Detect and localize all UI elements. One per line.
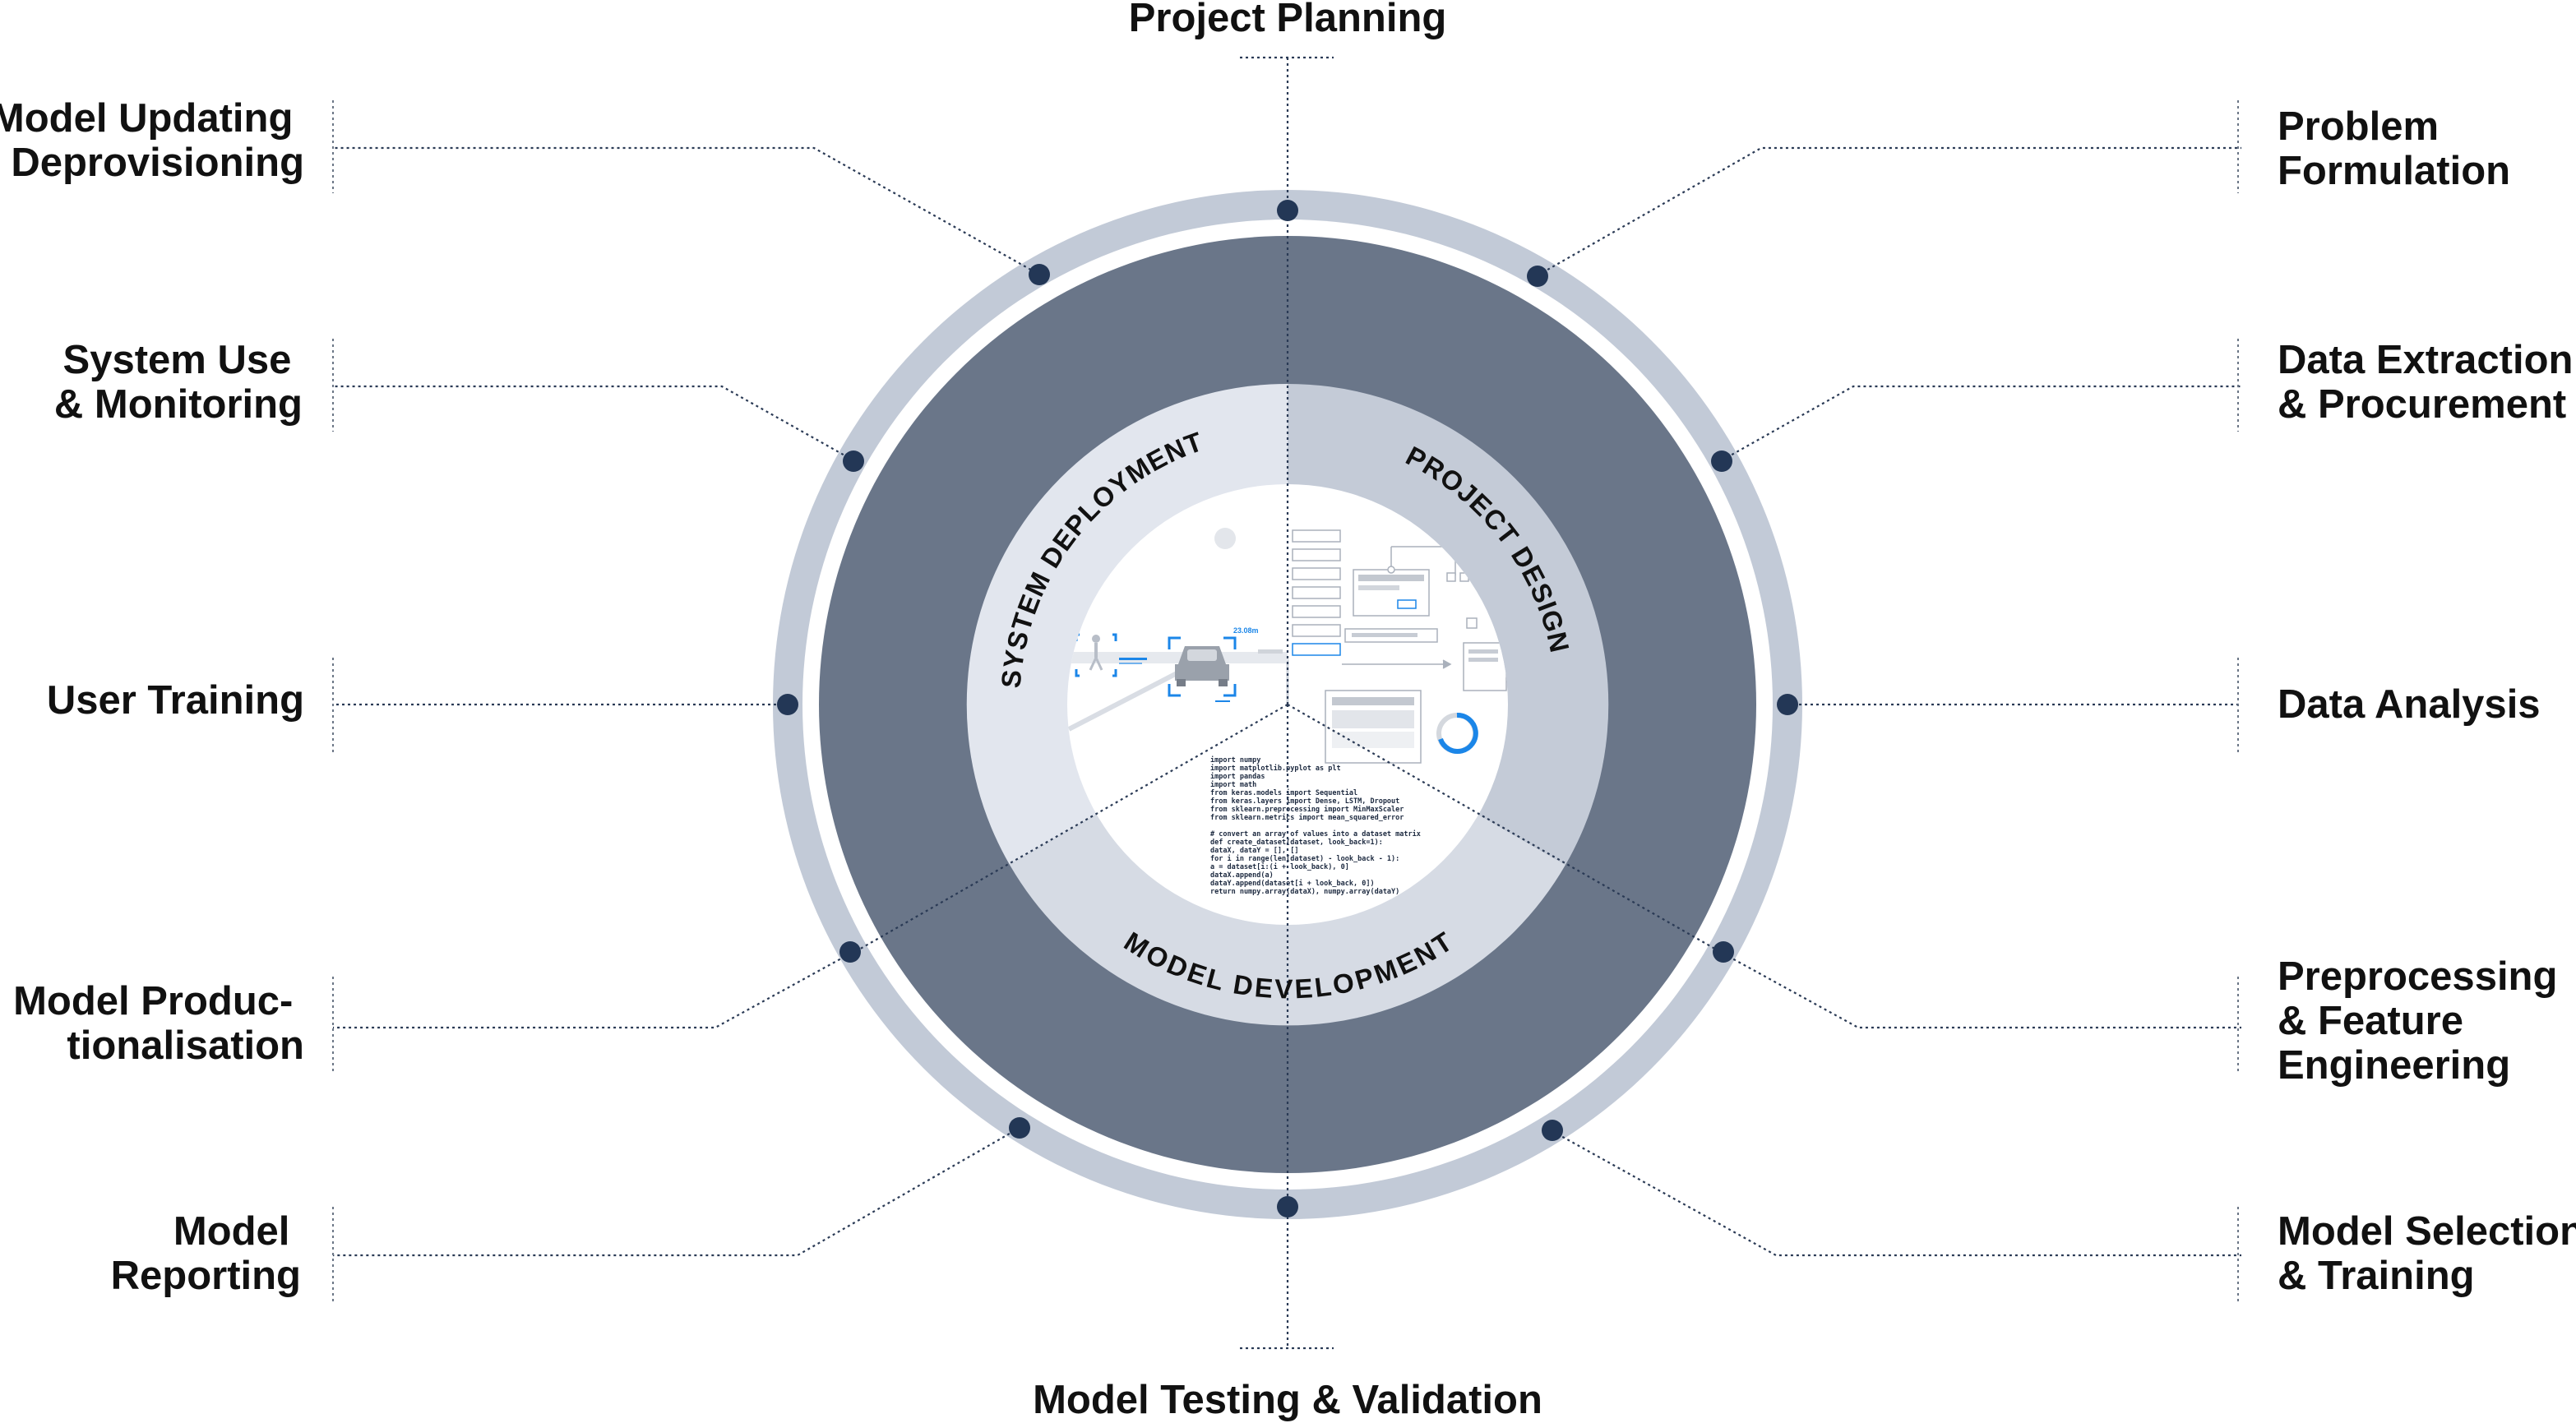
code-line: dataX, dataY = [], [] xyxy=(1210,847,1298,855)
core-illustration: 23.08m xyxy=(1067,528,1507,896)
code-line: from keras.layers import Dense, LSTM, Dr… xyxy=(1210,797,1399,806)
dot-problem-formulation xyxy=(1527,266,1548,287)
code-line: dataY.append(dataset[i + look_back, 0]) xyxy=(1210,879,1375,888)
label-model-testing: Model Testing & Validation xyxy=(1033,1378,1542,1422)
stage-dots xyxy=(777,200,1798,1217)
sun-icon xyxy=(1214,528,1236,549)
code-line: import numpy xyxy=(1210,755,1260,765)
dot-user-training xyxy=(777,694,798,715)
label-problem-formulation: Problem Formulation xyxy=(2278,104,2510,193)
dot-model-testing xyxy=(1277,1196,1298,1217)
label-project-planning: Project Planning xyxy=(1129,0,1447,40)
phase-dividers xyxy=(851,58,1724,1348)
code-line: import math xyxy=(1210,780,1256,789)
dot-data-extraction xyxy=(1711,450,1732,472)
code-line: return numpy.array(dataX), numpy.array(d… xyxy=(1210,888,1399,896)
dot-preprocessing xyxy=(1713,941,1734,963)
code-line: # convert an array of values into a data… xyxy=(1210,829,1421,839)
dot-data-analysis xyxy=(1777,694,1798,715)
code-line: import matplotlib.pyplot as plt xyxy=(1210,764,1341,773)
code-block: import numpy import matplotlib.pyplot as… xyxy=(1210,755,1421,896)
label-user-training: User Training xyxy=(47,678,304,723)
label-model-reporting: Model Reporting xyxy=(111,1209,301,1298)
label-data-extraction: Data Extraction & Procurement xyxy=(2278,338,2576,427)
label-model-selection: Model Selection & Training xyxy=(2278,1209,2576,1298)
design-wireframe xyxy=(1292,529,1507,764)
dot-model-updating xyxy=(1029,264,1050,285)
dot-project-planning xyxy=(1277,200,1298,221)
code-line: for i in range(len(dataset) - look_back … xyxy=(1210,854,1399,863)
code-line: dataX.append(a) xyxy=(1210,871,1274,880)
distance-tag: 23.08m xyxy=(1233,626,1259,635)
code-line: import pandas xyxy=(1210,772,1265,781)
leader-lines xyxy=(333,56,2241,1350)
code-line: from sklearn.preprocessing import MinMax… xyxy=(1210,805,1404,814)
label-preprocessing: Preprocessing & Feature Engineering xyxy=(2278,954,2569,1088)
code-line: def create_dataset(dataset, look_back=1)… xyxy=(1210,839,1383,847)
code-line: from keras.models import Sequential xyxy=(1210,788,1357,797)
label-brackets xyxy=(332,100,2239,1303)
label-system-use: System Use & Monitoring xyxy=(54,338,303,427)
code-line: a = dataset[i:(i + look_back), 0] xyxy=(1210,862,1349,871)
label-data-analysis: Data Analysis xyxy=(2278,682,2541,727)
dot-system-use xyxy=(843,450,864,472)
car-icon xyxy=(1168,636,1237,697)
dot-model-reporting xyxy=(1009,1117,1030,1139)
dot-model-selection xyxy=(1542,1120,1563,1141)
label-model-updating: Model Updating & Deprovisioning xyxy=(0,96,304,185)
label-model-productionalisation: Model Produc- tionalisation xyxy=(13,979,304,1068)
dot-model-productionalisation xyxy=(839,941,861,963)
code-line: from sklearn.metrics import mean_squared… xyxy=(1210,813,1404,822)
